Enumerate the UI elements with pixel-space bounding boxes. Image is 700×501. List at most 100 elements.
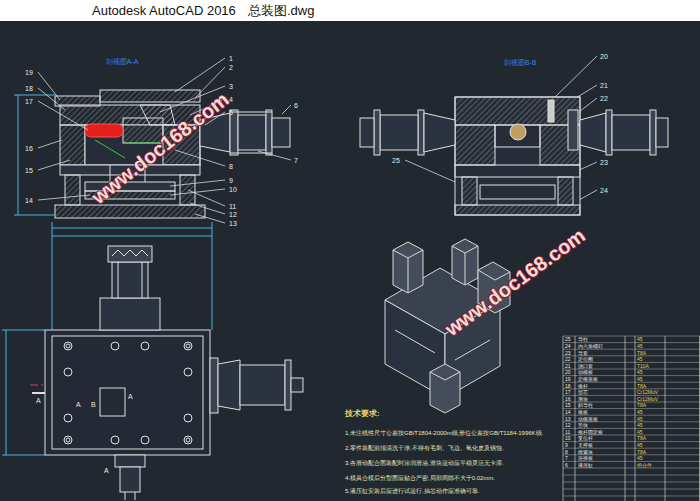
plan-view	[52, 236, 212, 237]
plan-view	[285, 360, 291, 410]
leader-line	[170, 180, 225, 186]
table-cell: 45	[637, 409, 643, 414]
section-view	[455, 97, 580, 125]
isometric-view	[393, 250, 423, 258]
table-cell: 9	[565, 442, 568, 447]
table-cell: 24	[565, 343, 571, 348]
table-cell: 18	[565, 383, 571, 388]
callout-number: 6	[294, 102, 298, 109]
parts-list-table	[563, 482, 700, 483]
watermark: www.doc168.com	[442, 225, 589, 339]
table-cell: 13	[565, 416, 571, 421]
section-view	[656, 118, 668, 147]
callout-number: 15	[25, 167, 33, 174]
leader-line	[552, 56, 597, 100]
plan-view	[212, 222, 213, 330]
technical-note: 3.各滑动配合面装配时涂润滑油,滑块运动应平稳灵活无卡滞.	[345, 460, 503, 466]
table-cell: 组合件	[637, 462, 652, 467]
callout-number: 20	[600, 53, 608, 60]
window-title: Autodesk AutoCAD 2016	[92, 4, 236, 17]
callout-number: 11	[229, 203, 236, 210]
technical-note: 4.模具合模后分型面应贴合严密,局部间隙不大于0.02mm.	[345, 475, 495, 481]
leader-line	[190, 203, 225, 214]
isometric-view	[393, 242, 423, 293]
table-cell: T8A	[637, 350, 646, 355]
plan-view	[186, 344, 190, 348]
plan-view	[141, 342, 149, 350]
table-cell: T10A	[637, 363, 649, 368]
plan-view	[2, 330, 45, 331]
plan-view	[32, 392, 45, 394]
section-view	[14, 95, 55, 96]
table-cell: 45	[637, 376, 643, 381]
callout-number: 1	[229, 55, 233, 62]
callout-number: 24	[600, 187, 608, 194]
plan-view	[291, 378, 303, 392]
table-cell: 45	[637, 370, 643, 375]
table-cell: 45	[637, 343, 643, 348]
section-view	[230, 112, 272, 113]
section-view	[238, 115, 266, 150]
table-cell: 25	[565, 337, 571, 342]
leader-line	[38, 140, 62, 148]
table-cell: 6	[565, 462, 568, 467]
callout-number: 23	[600, 159, 608, 166]
section-view	[418, 110, 424, 155]
leader-line	[38, 88, 65, 110]
file-name: 总装图.dwg	[248, 4, 314, 17]
isometric-view	[452, 246, 478, 253]
section-view	[65, 175, 80, 205]
section-label: 剖视图B-B	[504, 59, 537, 66]
plan-view	[218, 360, 240, 410]
callout-number: 5	[229, 109, 233, 116]
plan-view	[120, 467, 140, 492]
plan-view	[184, 414, 192, 422]
plan-view	[240, 365, 285, 405]
table-cell: 8	[565, 449, 568, 454]
parts-list-table	[699, 336, 700, 501]
plan-view	[186, 438, 190, 442]
table-cell: 垫块	[578, 423, 588, 428]
table-cell: 楔紧块	[578, 449, 593, 454]
section-view	[510, 124, 526, 140]
section-view	[266, 110, 272, 155]
section-view	[462, 177, 477, 205]
section-view	[568, 110, 578, 150]
table-cell: 滑块	[578, 396, 588, 401]
table-cell: 19	[565, 376, 571, 381]
section-view	[100, 90, 200, 102]
parts-list-table	[635, 336, 636, 501]
table-cell: 导套	[578, 350, 588, 355]
callout-number: 10	[229, 186, 237, 193]
plan-view	[45, 330, 210, 455]
leader-line	[38, 72, 60, 100]
parts-list-table	[665, 336, 666, 501]
section-view	[455, 205, 580, 215]
table-cell: 10	[565, 436, 571, 441]
plan-view	[111, 436, 119, 444]
callout-number: 19	[25, 69, 33, 76]
callout-number: 3	[229, 83, 233, 90]
plan-view	[2, 455, 45, 456]
table-cell: 22	[565, 357, 571, 362]
section-view	[612, 115, 650, 150]
table-cell: 推杆固定板	[578, 429, 603, 434]
table-cell: 支撑板	[578, 442, 593, 447]
plan-view	[125, 492, 126, 500]
parts-list-table	[575, 336, 576, 501]
table-cell: 动模座板	[578, 416, 598, 421]
section-view	[548, 100, 554, 122]
leader-line	[38, 195, 90, 200]
plan-view	[6, 330, 7, 455]
plan-view	[66, 344, 70, 348]
table-cell: 20	[565, 370, 571, 375]
section-marker: A	[128, 393, 133, 400]
leader-line	[38, 160, 70, 170]
table-cell: 定模座板	[578, 376, 598, 381]
technical-note: 2.零件装配前须清洗干净,不得有毛刺、飞边、氧化皮及锈蚀.	[345, 445, 503, 451]
section-marker: B	[91, 401, 96, 408]
callout-number: 16	[25, 145, 33, 152]
section-view	[495, 125, 540, 147]
callout-number: 21	[600, 82, 608, 89]
